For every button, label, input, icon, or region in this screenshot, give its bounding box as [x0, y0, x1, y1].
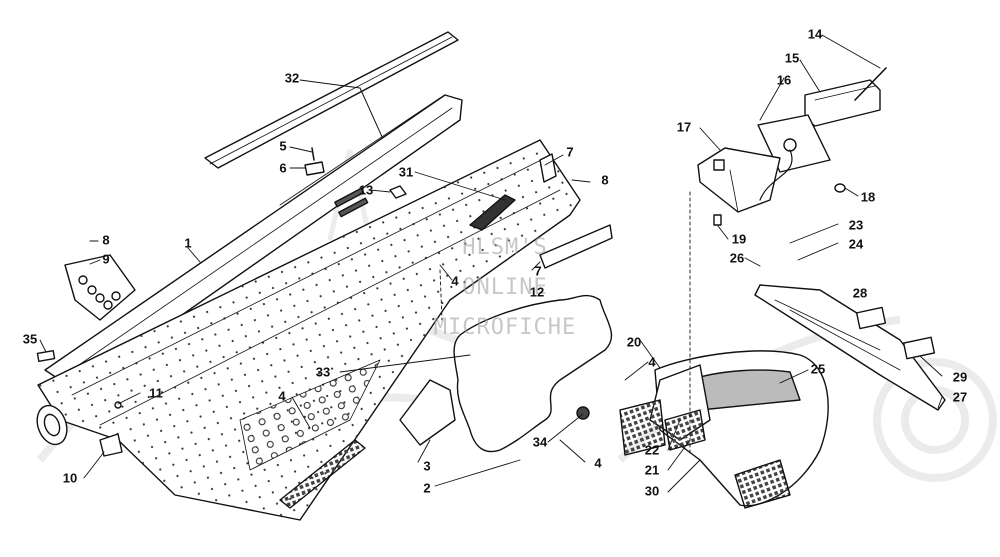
part-18-bulb — [834, 183, 846, 193]
callout-20: 20 — [626, 334, 642, 350]
part-12-decal — [539, 224, 613, 269]
callout-9: 9 — [102, 251, 110, 267]
part-20-snow-flap — [619, 364, 791, 509]
callout-30: 30 — [644, 483, 660, 499]
callout-7-mid: 7 — [534, 263, 542, 279]
callout-8-left: 8 — [102, 232, 110, 248]
callout-24: 24 — [848, 236, 864, 252]
callout-13: 13 — [358, 182, 374, 198]
leader-lines — [39, 34, 943, 493]
callout-16: 16 — [776, 72, 792, 88]
watermark-line-1: HLSM'S — [462, 235, 548, 260]
part-32-rail-strip — [204, 31, 459, 169]
callout-33: 33 — [315, 364, 331, 380]
callout-4-right: 4 — [648, 354, 656, 370]
callout-10: 10 — [62, 470, 78, 486]
watermark-line-3: MICROFICHE — [433, 315, 577, 340]
callout-6: 6 — [279, 160, 287, 176]
callout-4-left: 4 — [278, 388, 286, 404]
part-13-clip — [389, 185, 407, 199]
callout-15: 15 — [784, 50, 800, 66]
callout-12: 12 — [529, 284, 545, 300]
callout-19: 19 — [731, 231, 747, 247]
callout-4-upper: 4 — [451, 273, 459, 289]
part-19-connector — [713, 214, 722, 226]
callout-1: 1 — [184, 235, 192, 251]
callout-35: 35 — [22, 331, 38, 347]
wire-harness — [759, 149, 793, 201]
callout-25: 25 — [810, 361, 826, 377]
part-17-tail-light-housing — [697, 147, 781, 213]
callout-26: 26 — [729, 250, 745, 266]
callout-34: 34 — [532, 434, 548, 450]
part-9-perforated-cover — [64, 254, 136, 321]
callout-32: 32 — [284, 70, 300, 86]
callout-11: 11 — [149, 385, 163, 401]
callout-4-bottom: 4 — [594, 455, 602, 471]
callout-29: 29 — [952, 369, 968, 385]
part-35-label — [36, 349, 56, 363]
part-5-screw — [311, 147, 315, 161]
callout-28: 28 — [852, 285, 868, 301]
callout-5: 5 — [279, 138, 287, 154]
part-29-decal — [902, 336, 936, 360]
part-31-decal — [469, 194, 516, 231]
callout-23: 23 — [848, 217, 864, 233]
part-10-bracket — [99, 433, 123, 457]
part-14-screw — [854, 67, 887, 101]
callout-3: 3 — [423, 458, 431, 474]
part-27-rear-flap — [754, 284, 946, 411]
callout-7-top: 7 — [566, 144, 574, 160]
part-tunnel-side-panel — [36, 139, 581, 521]
callout-22: 22 — [644, 442, 660, 458]
callout-18: 18 — [860, 189, 876, 205]
callout-8-right: 8 — [601, 172, 609, 188]
watermark-line-2: ONLINE — [462, 275, 548, 300]
callout-17: 17 — [676, 119, 692, 135]
part-3-bracket — [399, 379, 456, 446]
callout-2: 2 — [423, 480, 431, 496]
callout-21: 21 — [644, 462, 660, 478]
callout-14: 14 — [807, 26, 823, 42]
callout-31: 31 — [398, 164, 414, 180]
callout-27: 27 — [952, 389, 968, 405]
part-28-decal — [855, 306, 887, 330]
part-4-traction-strip — [279, 439, 366, 509]
part-6-plate — [304, 161, 325, 176]
